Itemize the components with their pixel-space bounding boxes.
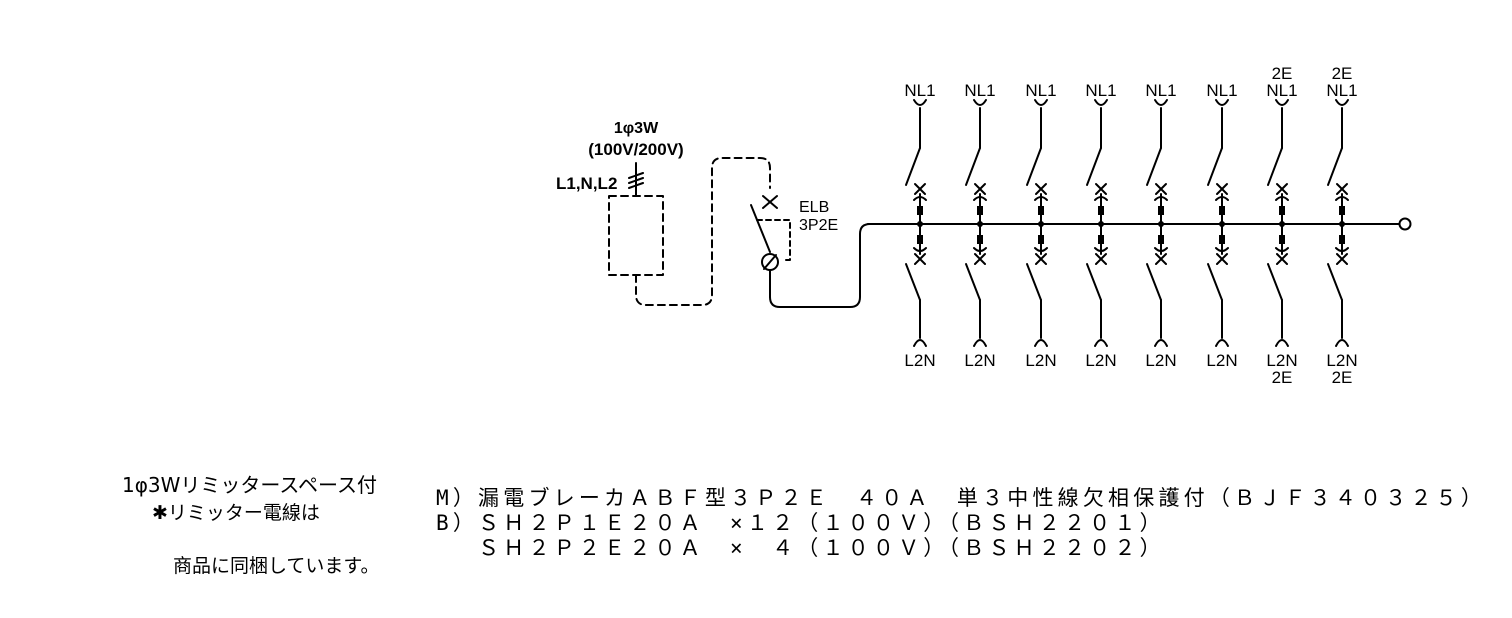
limiter-wire-dashed: [635, 157, 771, 306]
branch-8-top-label: NL1: [1326, 81, 1357, 100]
spec-branch-1e: B）ＳＨ２Ｐ１Ｅ２０Ａ ×１２（１００Ｖ）（ＢＳＨ２２０１）: [436, 511, 1165, 535]
branch-4-top-label: NL1: [1085, 81, 1116, 100]
branch-5-top-label: NL1: [1145, 81, 1176, 100]
limiter-note-2: ✱リミッター電線は: [152, 502, 320, 524]
supply-wires-label: L1,N,L2: [556, 174, 617, 193]
branch-7-top-label: NL1: [1266, 81, 1297, 100]
elb-to-bus-wire: [769, 223, 889, 308]
branch-7-bottom-label: L2N: [1266, 351, 1297, 370]
elb-type-label: 3P2E: [799, 217, 838, 234]
branch-5-bottom-label: L2N: [1145, 351, 1176, 370]
branch-7-top-label: 2E: [1272, 64, 1293, 83]
branch-2-bottom-label: L2N: [964, 351, 995, 370]
busbar-end-terminal: [1398, 217, 1412, 231]
branch-8-bottom-label: 2E: [1332, 368, 1353, 387]
branch-7-bottom-label: 2E: [1272, 368, 1293, 387]
branch-1-bottom-label: L2N: [904, 351, 935, 370]
supply-voltage-label: (100V/200V): [588, 140, 683, 159]
limiter-space-box: [608, 195, 664, 276]
limiter-note-3: 商品に同梱しています。: [173, 555, 380, 577]
elb-label: ELB: [799, 199, 829, 216]
branch-breakers: NL1L2NNL1L2NNL1L2NNL1L2NNL1L2NNL1L2N2ENL…: [904, 64, 1357, 387]
branch-8-bottom-label: L2N: [1326, 351, 1357, 370]
branch-6-bottom-label: L2N: [1206, 351, 1237, 370]
supply-system-label: 1φ3W: [614, 120, 659, 137]
branch-8-top-label: 2E: [1332, 64, 1353, 83]
spec-branch-2e: ＳＨ２Ｐ２Ｅ２０Ａ × ４（１００Ｖ）（ＢＳＨ２２０２）: [436, 536, 1165, 560]
incoming-supply-line: [628, 162, 644, 197]
branch-3-bottom-label: L2N: [1025, 351, 1056, 370]
limiter-note-1: 1φ3Wリミッタースペース付: [122, 473, 378, 497]
branch-6-top-label: NL1: [1206, 81, 1237, 100]
spec-main-breaker: M）漏電ブレーカＡＢＦ型３Ｐ２Ｅ ４０Ａ 単３中性線欠相保護付（ＢＪＦ３４０３２…: [436, 486, 1487, 510]
branch-3-top-label: NL1: [1025, 81, 1056, 100]
elb-main-breaker: [750, 195, 791, 298]
branch-2-top-label: NL1: [964, 81, 995, 100]
branch-4-bottom-label: L2N: [1085, 351, 1116, 370]
branch-1-top-label: NL1: [904, 81, 935, 100]
